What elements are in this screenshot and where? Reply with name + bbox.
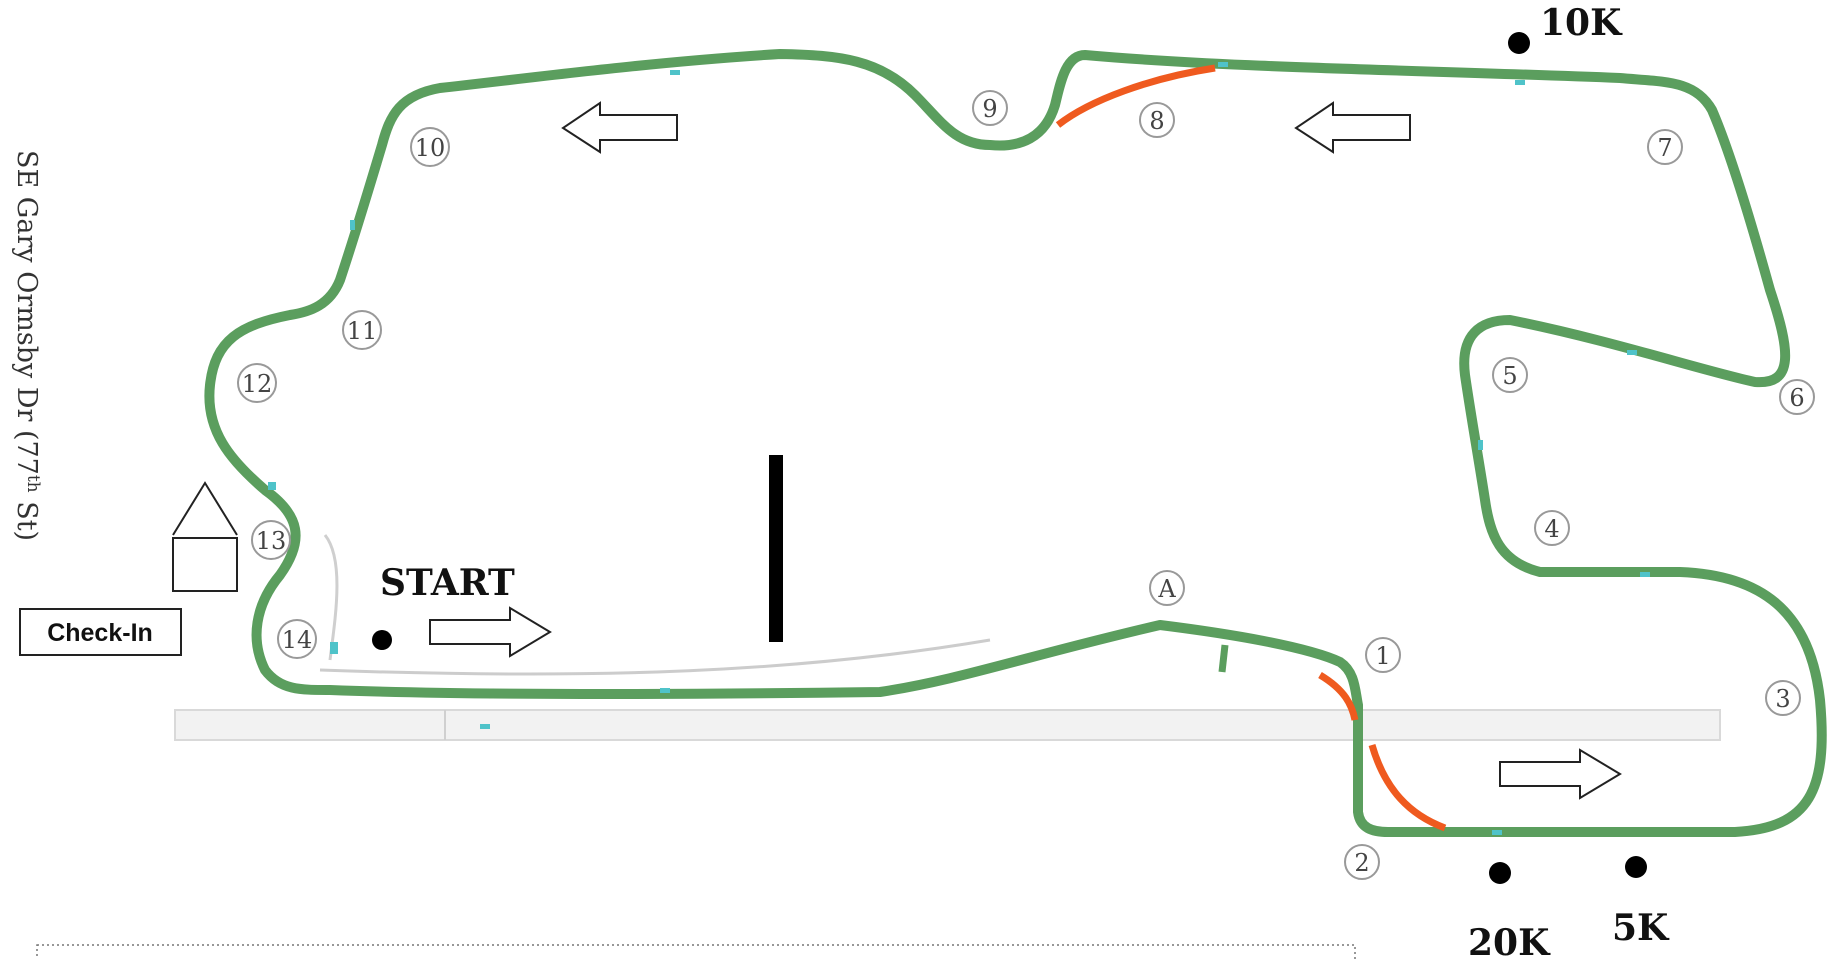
road-strip	[174, 709, 1721, 741]
start-dot	[372, 630, 392, 650]
shortcut-turn-1	[1318, 671, 1359, 721]
turn-marker-a: A	[1149, 570, 1185, 606]
turn-marker-1: 1	[1365, 637, 1401, 673]
turn-marker-9: 9	[972, 90, 1008, 126]
street-name: SE Gary Ormsby Dr (77	[11, 150, 42, 475]
side-path	[319, 638, 991, 676]
shortcut-turn-8	[1055, 64, 1216, 128]
direction-arrow-right	[1499, 748, 1622, 800]
accent-mark	[1627, 350, 1637, 355]
svg-text:8: 8	[1149, 107, 1164, 135]
turn-marker-6: 6	[1779, 379, 1815, 415]
course-spur	[1218, 644, 1229, 673]
distance-marker-10k: 10K	[1508, 2, 1623, 54]
side-path-left	[323, 534, 339, 661]
svg-text:11: 11	[347, 317, 378, 345]
marker-dot	[1625, 856, 1647, 878]
turn-marker-11: 11	[342, 310, 382, 350]
accent-mark	[268, 482, 276, 490]
svg-text:1: 1	[1375, 642, 1390, 670]
road-strips	[174, 534, 1721, 741]
direction-arrow-right	[429, 606, 552, 658]
turn-marker-13: 13	[251, 520, 291, 560]
finish-line-bar	[769, 455, 783, 642]
distance-label-5k: 5K	[1612, 907, 1670, 949]
svg-text:5: 5	[1502, 362, 1517, 390]
marker-dot	[1508, 32, 1530, 54]
checkin-tent-icon	[172, 481, 238, 592]
accent-mark	[1478, 440, 1483, 450]
accent-mark	[670, 70, 680, 75]
accent-mark	[1492, 830, 1502, 835]
accent-mark	[1218, 62, 1228, 67]
turn-marker-8: 8	[1139, 102, 1175, 138]
svg-text:13: 13	[256, 527, 287, 555]
accent-mark	[660, 688, 670, 693]
svg-text:7: 7	[1657, 134, 1672, 162]
marker-dot	[1489, 862, 1511, 884]
distance-label-10k: 10K	[1540, 2, 1623, 44]
accent-mark	[1640, 572, 1650, 577]
street-superscript: th	[23, 475, 43, 493]
accent-mark	[330, 642, 338, 654]
checkin-label: Check-In	[47, 619, 153, 647]
direction-arrow-left	[561, 101, 678, 154]
checkin-box: Check-In	[19, 608, 182, 656]
svg-text:4: 4	[1544, 515, 1559, 543]
svg-text:14: 14	[282, 626, 313, 654]
turn-marker-7: 7	[1647, 129, 1683, 165]
turn-marker-12: 12	[237, 363, 277, 403]
svg-text:A: A	[1157, 575, 1176, 603]
svg-text:9: 9	[982, 95, 997, 123]
accent-mark	[1515, 80, 1525, 85]
turn-marker-3: 3	[1765, 680, 1801, 716]
turn-marker-14: 14	[277, 619, 317, 659]
svg-text:12: 12	[242, 370, 273, 398]
svg-text:3: 3	[1775, 685, 1790, 713]
svg-text:6: 6	[1789, 384, 1804, 412]
svg-text:2: 2	[1354, 849, 1369, 877]
course-route	[204, 49, 1827, 837]
shortcut-turn-2	[1368, 744, 1447, 832]
direction-arrows	[429, 101, 1622, 800]
accent-mark	[480, 724, 490, 729]
distance-marker-5k: 5K	[1612, 856, 1670, 949]
accent-mark	[350, 220, 355, 230]
turn-marker-4: 4	[1534, 510, 1570, 546]
street-suffix: St)	[11, 493, 42, 541]
turn-marker-5: 5	[1492, 357, 1528, 393]
direction-arrow-left	[1294, 101, 1411, 154]
course-accent-marks	[268, 62, 1650, 835]
turn-marker-10: 10	[410, 127, 450, 167]
distance-marker-20k: 20K	[1468, 862, 1551, 959]
turn-marker-2: 2	[1344, 844, 1380, 880]
start-label: START	[380, 562, 515, 604]
dotted-border	[36, 944, 1356, 959]
turn-markers: 1 2 3 4 5 6 7 8 9 10 11 12 13 14 A	[237, 90, 1815, 880]
distance-label-20k: 20K	[1468, 922, 1551, 959]
street-label: SE Gary Ormsby Dr (77th St)	[11, 150, 43, 541]
svg-text:10: 10	[415, 134, 446, 162]
